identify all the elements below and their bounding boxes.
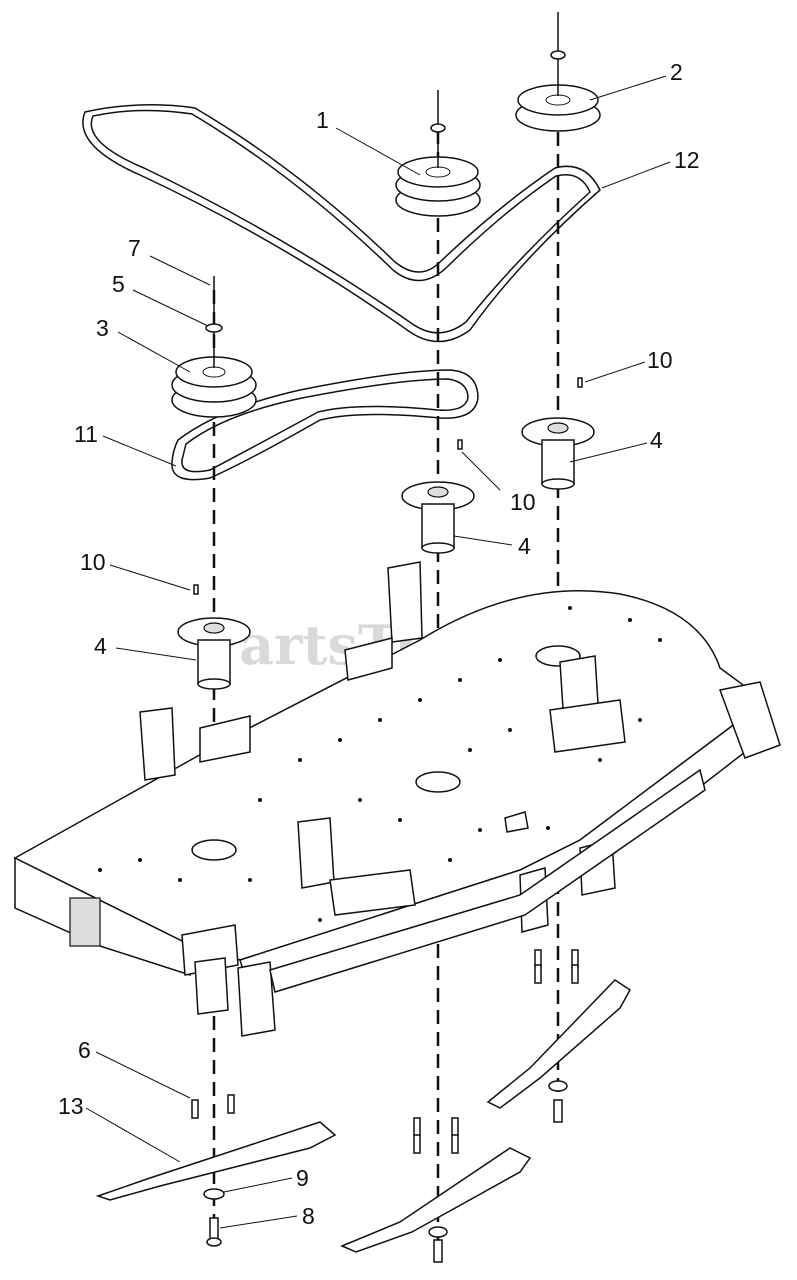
callout-4c: 4: [94, 633, 107, 659]
callout-10b: 10: [510, 489, 536, 515]
bolt-8: [206, 1217, 222, 1247]
callout-1: 1: [316, 107, 329, 133]
callout-11: 11: [74, 421, 98, 447]
callout-4a: 4: [650, 427, 663, 453]
leader-lines: [85, 75, 671, 1229]
blade-13-center: [340, 1147, 532, 1253]
blade-13-right: [486, 979, 631, 1109]
bolt-8-right: [548, 1080, 568, 1123]
callout-6: 6: [78, 1037, 91, 1063]
pulley-1: [395, 90, 481, 217]
callout-4b: 4: [518, 533, 531, 559]
callout-10c: 10: [80, 549, 106, 575]
callout-3: 3: [96, 315, 109, 341]
callout-2: 2: [670, 59, 683, 85]
pulley-3: [171, 276, 257, 418]
keys-10: [193, 377, 583, 595]
mower-deck: [13, 561, 781, 1037]
spindle-4-left: [177, 617, 251, 690]
callout-7: 7: [128, 235, 141, 261]
callout-9: 9: [296, 1165, 309, 1191]
callout-13: 13: [58, 1093, 84, 1119]
blade-bolts: [191, 949, 579, 1154]
washer-9: [203, 1188, 225, 1200]
belt-11: [171, 369, 479, 481]
callout-8: 8: [302, 1203, 315, 1229]
callout-labels: 1 2 12 7 5 3 10 4 11 10 4 10 4 6 13 9 8: [58, 59, 700, 1229]
blade-13-left: [95, 1121, 337, 1201]
callout-12: 12: [674, 147, 700, 173]
deck-holes: [98, 606, 662, 922]
spindle-4-center: [401, 481, 475, 554]
callout-5: 5: [112, 271, 125, 297]
callout-10a: 10: [647, 347, 673, 373]
spindle-4-right: [521, 417, 595, 490]
belt-12: [82, 104, 601, 343]
washer-5: [205, 323, 223, 333]
bolt-8-center: [428, 1226, 448, 1263]
pulley-2: [515, 12, 601, 132]
